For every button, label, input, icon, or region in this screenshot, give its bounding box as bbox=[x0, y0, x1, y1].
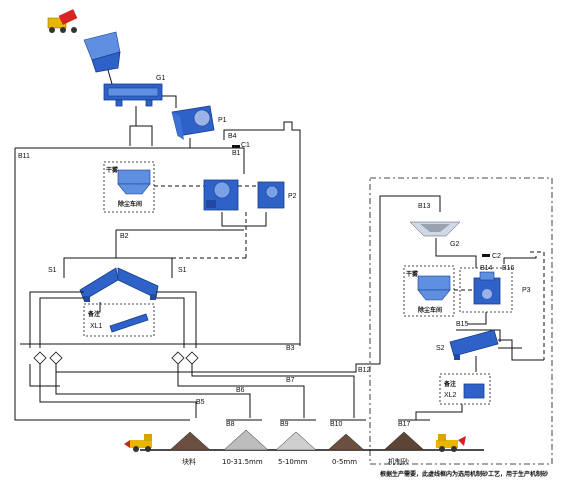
output-10-31: 10-31.5mm bbox=[222, 458, 263, 466]
belt-b1-line bbox=[232, 147, 245, 174]
vibrating-screen-s2-icon bbox=[449, 329, 499, 360]
footnote: 根据生产需要，此虚线框内为选用机制砂工艺，用于生产机制砂 bbox=[380, 470, 548, 478]
label-c1: C1 bbox=[241, 142, 250, 149]
flow-line bbox=[156, 291, 197, 348]
output-lump: 块料 bbox=[182, 457, 196, 466]
label-b9: B9 bbox=[280, 421, 289, 428]
sand-process-region bbox=[369, 177, 553, 465]
dust-collector-right-icon bbox=[417, 275, 451, 301]
belt-b11-line bbox=[14, 148, 190, 421]
label-c2: C2 bbox=[492, 253, 501, 260]
dust-removal-box-left bbox=[103, 161, 155, 213]
magnet-c2-icon bbox=[482, 254, 490, 257]
label-b4: B4 bbox=[228, 133, 237, 140]
cone-crusher-p2b-icon bbox=[257, 181, 285, 209]
label-p1: P1 bbox=[218, 117, 227, 124]
sand-washer-xl2-icon bbox=[463, 383, 485, 399]
flow-line bbox=[415, 404, 463, 420]
belt-b12-line bbox=[56, 363, 380, 373]
label-xl2: XL2 bbox=[444, 392, 457, 399]
label-s2: S2 bbox=[436, 345, 445, 352]
label-b6: B6 bbox=[236, 387, 245, 394]
flow-line bbox=[39, 297, 84, 348]
vsi-crusher-p3-icon bbox=[473, 271, 501, 305]
label-b7: B7 bbox=[286, 377, 295, 384]
label-g1: G1 bbox=[156, 75, 165, 82]
vibrating-feeder-g1-icon bbox=[103, 83, 163, 107]
flow-line bbox=[29, 291, 84, 348]
flow-line bbox=[503, 256, 537, 264]
belt-b15-line bbox=[456, 329, 501, 342]
label-b5: B5 bbox=[196, 399, 205, 406]
jaw-crusher-p1-icon bbox=[171, 105, 215, 140]
label-b12: B12 bbox=[358, 367, 371, 374]
screen-feed-line bbox=[63, 257, 173, 278]
dust-right-title: 干雾 bbox=[406, 270, 419, 278]
label-b10: B10 bbox=[330, 421, 343, 428]
flow-line bbox=[162, 95, 177, 108]
return-loop bbox=[530, 251, 545, 360]
stockpile-sand bbox=[383, 431, 425, 451]
flow-line bbox=[468, 312, 487, 325]
stockpile-5-10 bbox=[275, 431, 317, 451]
flow-line bbox=[156, 297, 185, 348]
washer-left-title: 备注 bbox=[87, 310, 100, 318]
stockpile-10-31 bbox=[223, 429, 269, 451]
flow-line bbox=[29, 364, 60, 387]
washer-right-title: 备注 bbox=[443, 380, 456, 388]
hopper-g2-icon bbox=[409, 221, 461, 237]
label-b1: B1 bbox=[232, 150, 241, 157]
flow-line bbox=[107, 69, 113, 85]
label-b14: B14 bbox=[480, 265, 493, 272]
label-p2: P2 bbox=[288, 193, 297, 200]
dust-removal-box-right bbox=[403, 265, 455, 317]
label-xl1: XL1 bbox=[90, 323, 103, 330]
magnet-c1-icon bbox=[232, 145, 240, 148]
flow-line bbox=[435, 238, 477, 268]
cone-crusher-p2a-icon bbox=[203, 179, 239, 211]
label-b8: B8 bbox=[226, 421, 235, 428]
label-s1-right: S1 bbox=[178, 267, 187, 274]
flow-line bbox=[191, 364, 355, 418]
output-0-5: 0-5mm bbox=[332, 458, 357, 466]
label-s1-left: S1 bbox=[48, 267, 57, 274]
label-b17: B17 bbox=[398, 421, 411, 428]
return-line-b4 bbox=[223, 121, 301, 346]
label-b3: B3 bbox=[286, 345, 295, 352]
vibrating-screen-s1-icon bbox=[79, 267, 159, 302]
sand-washer-box-left bbox=[83, 303, 155, 337]
sand-washer-xl1-icon bbox=[109, 313, 149, 333]
output-sand: 机制砂 bbox=[388, 457, 409, 466]
dump-truck-icon bbox=[47, 9, 78, 33]
flow-line bbox=[221, 212, 267, 227]
label-b11: B11 bbox=[18, 153, 30, 160]
stockpile-lump bbox=[169, 431, 211, 451]
output-5-10: 5-10mm bbox=[278, 458, 308, 466]
dust-left-title: 干雾 bbox=[106, 166, 119, 174]
dust-right-sub: 除尘车间 bbox=[418, 306, 442, 314]
stockpile-0-5 bbox=[327, 433, 365, 451]
label-b16: B16 bbox=[502, 265, 515, 272]
dust-collector-left-icon bbox=[117, 169, 151, 195]
belt-b13-line bbox=[379, 195, 441, 364]
belt-b5-line bbox=[39, 364, 197, 418]
label-b2: B2 bbox=[120, 233, 129, 240]
belt-b6-line bbox=[55, 364, 251, 418]
sand-washer-box-right bbox=[439, 373, 491, 405]
dust-left-sub: 除尘车间 bbox=[118, 200, 142, 208]
diverter-valves-left bbox=[33, 351, 199, 365]
belt-b7-line bbox=[177, 364, 305, 418]
flow-line bbox=[129, 106, 137, 146]
label-g2: G2 bbox=[450, 241, 459, 248]
label-b15: B15 bbox=[456, 321, 469, 328]
label-p3: P3 bbox=[522, 287, 531, 294]
loader-left-icon bbox=[124, 434, 152, 452]
flow-line bbox=[498, 339, 544, 361]
loader-right-icon bbox=[436, 434, 466, 452]
label-b13: B13 bbox=[418, 203, 431, 210]
flow-line bbox=[136, 125, 153, 146]
feed-hopper-icon bbox=[83, 31, 121, 73]
flow-line bbox=[96, 302, 101, 313]
